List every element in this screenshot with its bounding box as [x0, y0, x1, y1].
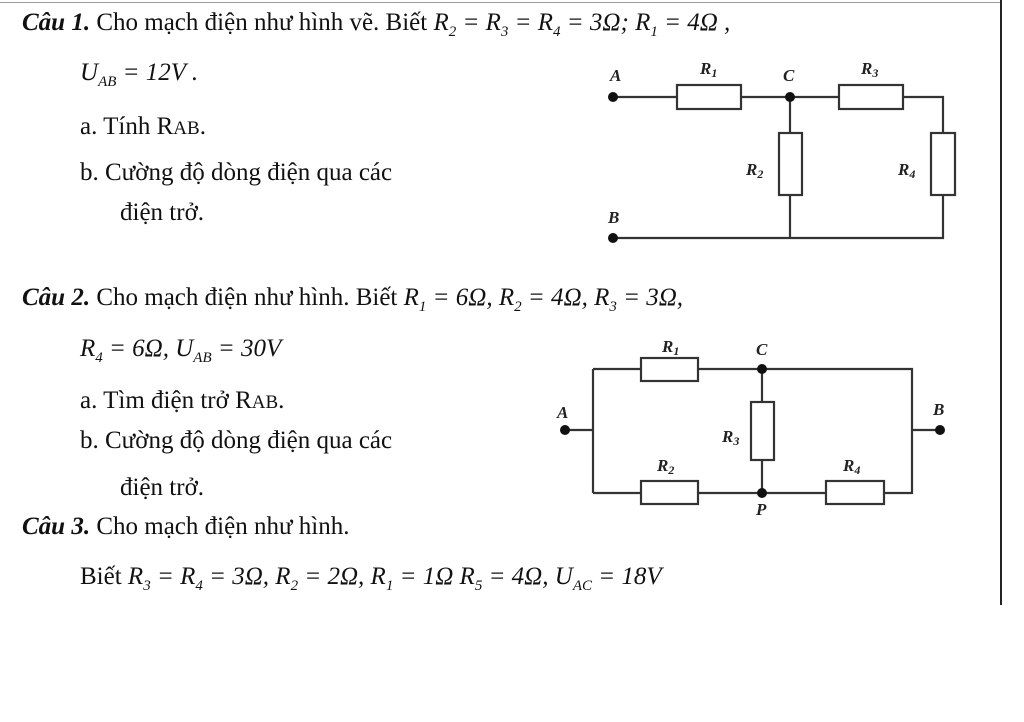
q3-given-line: Biết R3 = R4 = 3Ω, R2 = 2Ω, R1 = 1Ω R5 =…: [80, 562, 662, 601]
q1-part-b-cont: điện trở.: [120, 199, 205, 226]
q3-label: Câu 3.: [22, 513, 91, 540]
q2-part-a: a. Tìm điện trở RAB.: [80, 386, 284, 418]
q1-given2: UAB = 12V .: [80, 58, 198, 97]
node-c: [757, 364, 767, 374]
node-a: [560, 425, 570, 435]
q2-part-b-cont: điện trở.: [120, 474, 205, 501]
label-r3: R3: [860, 59, 878, 80]
formula-text: = R: [456, 9, 501, 36]
formula-text: = 1Ω R: [393, 563, 475, 590]
q1-part-a: a. Tính RAB.: [80, 112, 206, 144]
node-p: [757, 488, 767, 498]
circuit-2: R1 C A B R3 R2 R4 P: [556, 337, 945, 519]
formula-subscript: 2: [290, 578, 299, 594]
formula-text: = 2Ω, R: [298, 563, 386, 590]
formula-text: = 6Ω, R: [426, 284, 515, 311]
resistor-r1: [675, 83, 743, 111]
q1-a-suffix: .: [199, 113, 206, 140]
q2-a-suffix: .: [278, 387, 285, 414]
q2-given: R1 = 6Ω, R2 = 4Ω, R3 = 3Ω,: [403, 284, 684, 315]
formula-subscript: 2: [514, 299, 522, 315]
formula-subscript: 1: [385, 578, 394, 594]
q2-label: Câu 2.: [22, 284, 91, 311]
label-r1: R1: [699, 59, 717, 80]
q1-intro: Cho mạch điện như hình vẽ. Biết: [96, 9, 428, 36]
q2-given2: R4 = 6Ω, UAB = 30V: [80, 334, 281, 373]
formula-subscript: AB: [98, 74, 117, 90]
label-r3: R3: [721, 427, 739, 448]
node-a: [608, 92, 618, 102]
q2-a-sub: AB: [251, 392, 279, 413]
q1-given: R2 = R3 = R4 = 3Ω; R1 = 4Ω ,: [433, 9, 731, 40]
circuit-1: A R1 C R3 R2 R4 B: [607, 59, 957, 243]
top-rule: [0, 2, 1000, 3]
formula-text: = 4Ω, U: [482, 563, 573, 590]
label-r4: R4: [842, 456, 860, 477]
formula-text: = R: [150, 563, 196, 590]
formula-subscript: 3: [143, 578, 151, 594]
q2-part-b: b. Cường độ dòng điện qua các: [80, 427, 393, 454]
label-r4: R4: [897, 160, 915, 181]
label-r2: R2: [656, 456, 674, 477]
label-r2: R2: [745, 160, 763, 181]
node-b: [608, 233, 618, 243]
label-b: B: [932, 400, 944, 419]
q3-line1: Câu 3. Cho mạch điện như hình.: [22, 512, 349, 542]
formula-text: = 3Ω; R: [560, 9, 651, 36]
label-c: C: [783, 66, 795, 85]
formula-subscript: 5: [474, 578, 483, 594]
formula-subscript: AC: [572, 578, 592, 594]
resistor-r2: [639, 479, 700, 506]
q2-intro: Cho mạch điện như hình. Biết: [96, 284, 398, 311]
formula-subscript: AB: [193, 350, 212, 366]
resistor-r1: [639, 356, 700, 383]
resistor-r3: [837, 83, 905, 111]
formula-subscript: 2: [448, 24, 457, 40]
formula-subscript: 3: [500, 24, 509, 40]
node-c: [785, 92, 795, 102]
formula-text: = 12V .: [116, 59, 199, 86]
formula-text: = R: [508, 9, 554, 36]
q1-a-sub: AB: [173, 118, 200, 139]
right-rule: [1000, 0, 1002, 605]
q3-biet: Biết: [80, 563, 122, 590]
formula-text: R: [80, 335, 96, 362]
formula-subscript: 4: [95, 350, 103, 366]
label-b: B: [607, 208, 619, 227]
formula-text: U: [80, 59, 99, 86]
formula-subscript: 3: [609, 299, 617, 315]
q3-given: R3 = R4 = 3Ω, R2 = 2Ω, R1 = 1Ω R5 = 4Ω, …: [127, 563, 662, 594]
formula-text: R: [403, 284, 419, 311]
formula-subscript: 4: [553, 24, 561, 40]
resistor-r2: [777, 131, 804, 197]
formula-text: = 3Ω, R: [202, 563, 291, 590]
label-a: A: [609, 66, 621, 85]
label-a: A: [556, 403, 568, 422]
label-r1: R1: [661, 337, 679, 358]
label-p: P: [755, 500, 767, 519]
q1-label: Câu 1.: [22, 9, 91, 36]
q3-intro: Cho mạch điện như hình.: [96, 513, 350, 540]
formula-text: R: [127, 563, 144, 590]
formula-text: R: [433, 9, 449, 36]
formula-text: = 3Ω,: [616, 284, 684, 311]
q1-a-text: a. Tính R: [80, 113, 174, 140]
formula-subscript: 4: [195, 578, 203, 594]
formula-text: = 30V: [211, 335, 282, 362]
formula-subscript: 1: [650, 24, 658, 40]
node-b: [935, 425, 945, 435]
resistor-r4: [929, 131, 957, 197]
resistor-r4: [824, 479, 886, 506]
q1-part-b: b. Cường độ dòng điện qua các: [80, 159, 393, 186]
q2-line1: Câu 2. Cho mạch điện như hình. Biết R1 =…: [22, 283, 683, 322]
formula-subscript: 1: [418, 299, 427, 315]
formula-text: = 18V: [592, 563, 662, 590]
resistor-r3: [749, 400, 776, 462]
formula-text: = 4Ω, R: [521, 284, 610, 311]
formula-text: = 4Ω ,: [657, 9, 731, 36]
q1-line1: Câu 1. Cho mạch điện như hình vẽ. Biết R…: [22, 8, 730, 47]
label-c: C: [756, 340, 768, 359]
formula-text: = 6Ω, U: [102, 335, 194, 362]
q2-a-text: a. Tìm điện trở R: [80, 387, 252, 414]
